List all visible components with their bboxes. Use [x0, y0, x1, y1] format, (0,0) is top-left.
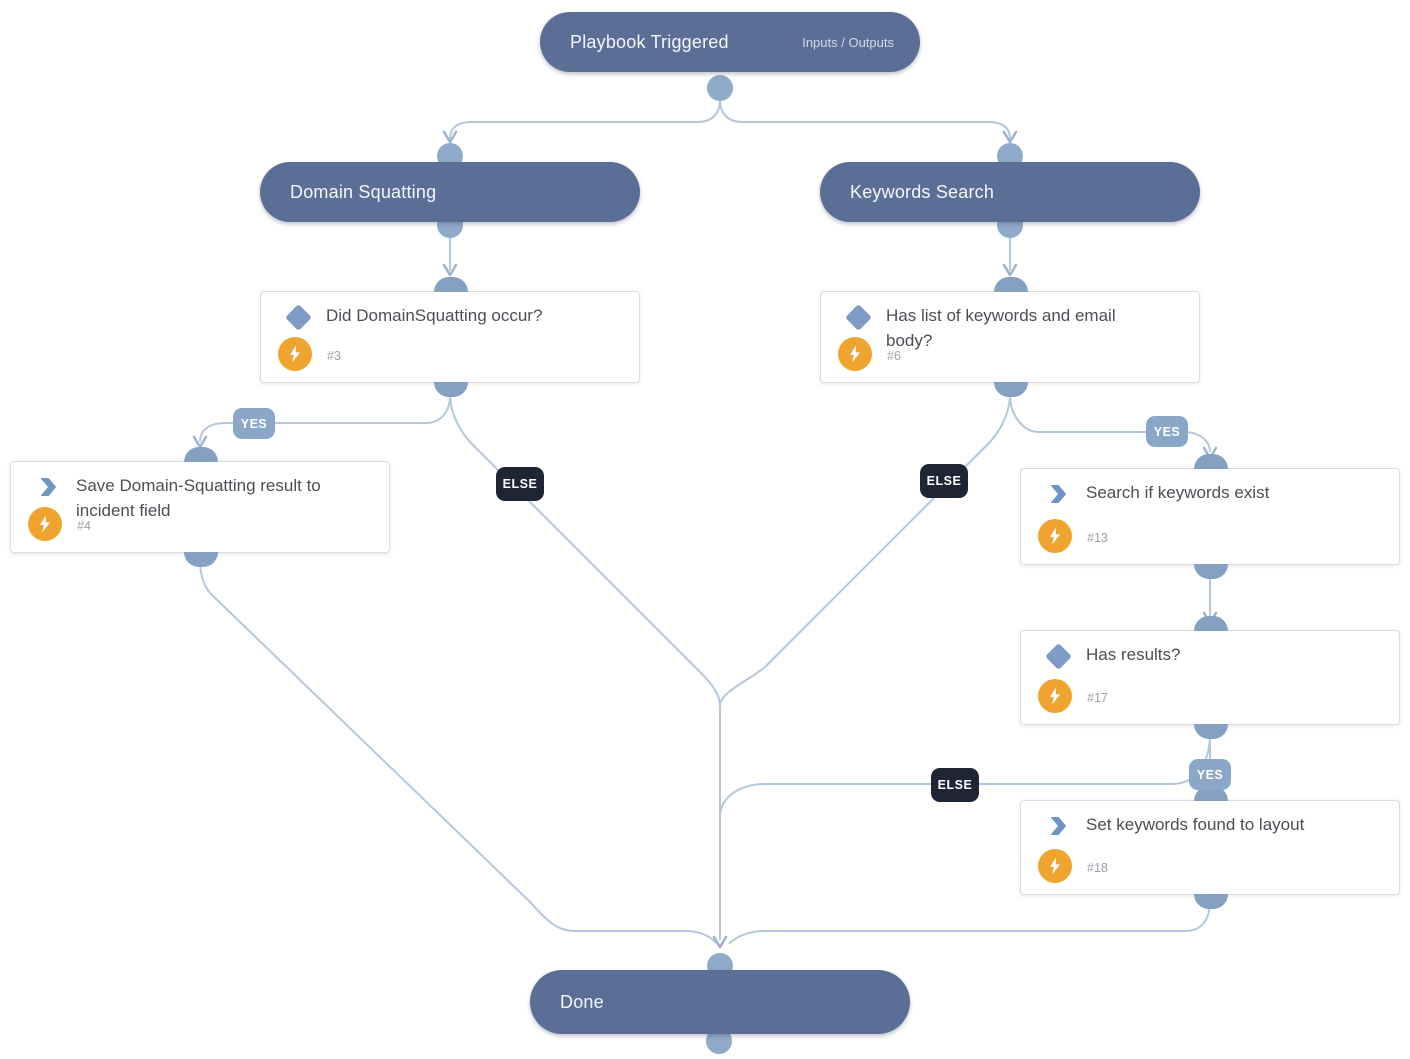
diamond-icon — [845, 304, 872, 331]
task-id: #13 — [1087, 531, 1108, 545]
node-section-domain-squatting[interactable]: Domain Squatting — [260, 162, 640, 222]
chevron-icon — [1048, 484, 1070, 504]
connector-dome — [994, 277, 1028, 292]
connector-dome — [1194, 454, 1228, 469]
connector-dome — [1194, 894, 1228, 909]
task-node-4-save-domain-squatting-result[interactable]: Save Domain-Squatting result to incident… — [10, 447, 390, 567]
task-id: #4 — [77, 519, 91, 533]
edge-label-yes: YES — [233, 408, 275, 439]
edge-label-else: ELSE — [496, 467, 544, 501]
connector-dome — [434, 277, 468, 292]
node-done[interactable]: Done — [530, 970, 910, 1034]
connector-dome — [994, 382, 1028, 397]
connector-dome — [1194, 564, 1228, 579]
lightning-bolt-icon — [28, 507, 62, 541]
task-id: #18 — [1087, 861, 1108, 875]
edge-label-else: ELSE — [920, 464, 968, 498]
lightning-bolt-icon — [1038, 519, 1072, 553]
task-title: Did DomainSquatting occur? — [326, 306, 543, 325]
lightning-bolt-icon — [1038, 679, 1072, 713]
node-title: Domain Squatting — [290, 181, 437, 202]
lightning-bolt-icon — [278, 337, 312, 371]
edge-label-yes: YES — [1146, 416, 1188, 447]
task-node-3-did-domainsquatting-occur[interactable]: Did DomainSquatting occur? #3 — [260, 277, 640, 397]
connector-dome — [184, 552, 218, 567]
diamond-icon — [285, 304, 312, 331]
lightning-bolt-icon — [838, 337, 872, 371]
task-title: Save Domain-Squatting result to incident… — [76, 476, 321, 520]
node-playbook-triggered[interactable]: Playbook Triggered Inputs / Outputs — [540, 12, 920, 72]
connector-dome — [1194, 724, 1228, 739]
inputs-outputs-link[interactable]: Inputs / Outputs — [802, 34, 894, 50]
task-title: Has list of keywords and email body? — [886, 306, 1116, 350]
task-node-17-has-results[interactable]: Has results? #17 — [1020, 616, 1400, 739]
task-id: #17 — [1087, 691, 1108, 705]
task-title: Search if keywords exist — [1086, 483, 1270, 502]
node-title: Playbook Triggered — [570, 31, 729, 52]
connector-dome — [1194, 616, 1228, 631]
edge-label-else: ELSE — [931, 768, 979, 802]
diamond-icon — [1045, 643, 1072, 670]
node-section-keywords-search[interactable]: Keywords Search — [820, 162, 1200, 222]
node-title: Done — [560, 991, 604, 1012]
connector-dome — [184, 447, 218, 462]
task-title: Has results? — [1086, 645, 1181, 664]
task-id: #6 — [887, 349, 901, 363]
edge-label-yes: YES — [1189, 759, 1231, 790]
connector-dome — [434, 382, 468, 397]
task-id: #3 — [327, 349, 341, 363]
task-node-13-search-if-keywords-exist[interactable]: Search if keywords exist #13 — [1020, 454, 1400, 579]
task-title: Set keywords found to layout — [1086, 815, 1305, 834]
chevron-icon — [1048, 816, 1070, 836]
task-node-6-has-keywords-and-email-body[interactable]: Has list of keywords and email body? #6 — [820, 277, 1200, 397]
connector-dot — [707, 75, 733, 101]
node-title: Keywords Search — [850, 181, 995, 202]
lightning-bolt-icon — [1038, 849, 1072, 883]
chevron-icon — [38, 477, 60, 497]
task-node-18-set-keywords-found-to-layout[interactable]: Set keywords found to layout #18 — [1020, 786, 1400, 909]
